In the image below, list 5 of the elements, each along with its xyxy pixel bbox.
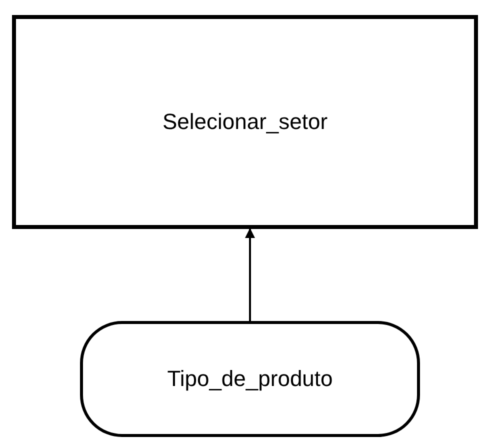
terminal-box	[80, 321, 420, 437]
node-label: Tipo_de_produto	[167, 366, 333, 392]
process-box	[12, 15, 478, 229]
node-label: Selecionar_setor	[162, 109, 328, 135]
arrow	[245, 228, 255, 321]
